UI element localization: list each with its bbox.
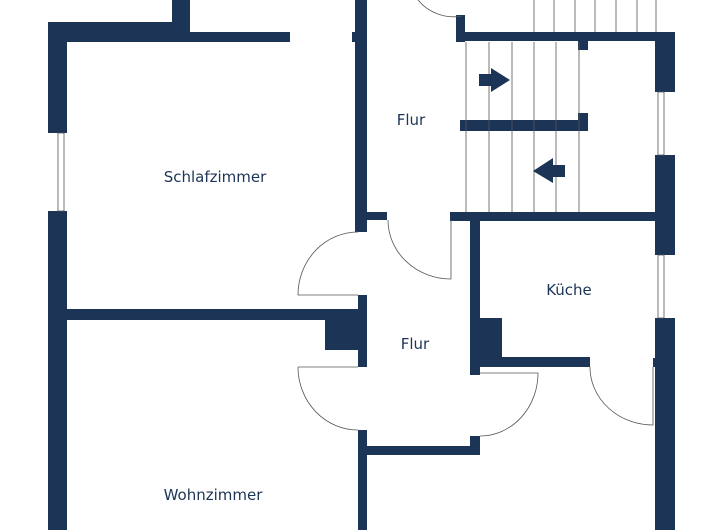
door-kueche bbox=[589, 366, 654, 426]
stair-arrow-left-icon bbox=[533, 158, 565, 183]
door-top bbox=[417, 0, 463, 18]
door-lower-right bbox=[479, 372, 539, 437]
windows bbox=[57, 91, 665, 319]
room-label-flur-lower: Flur bbox=[400, 335, 430, 353]
room-label-wohnzimmer: Wohnzimmer bbox=[163, 486, 263, 504]
room-label-flur-upper: Flur bbox=[396, 111, 426, 129]
doors bbox=[297, 0, 654, 437]
staircase bbox=[465, 0, 657, 212]
room-label-kueche: Küche bbox=[546, 281, 592, 299]
walls bbox=[48, 0, 675, 530]
door-schlafzimmer bbox=[297, 231, 359, 296]
stair-arrow-right-icon bbox=[479, 68, 510, 92]
door-flur-upper bbox=[387, 219, 452, 280]
door-wohnzimmer bbox=[297, 366, 359, 431]
room-label-schlafzimmer: Schlafzimmer bbox=[163, 168, 267, 186]
